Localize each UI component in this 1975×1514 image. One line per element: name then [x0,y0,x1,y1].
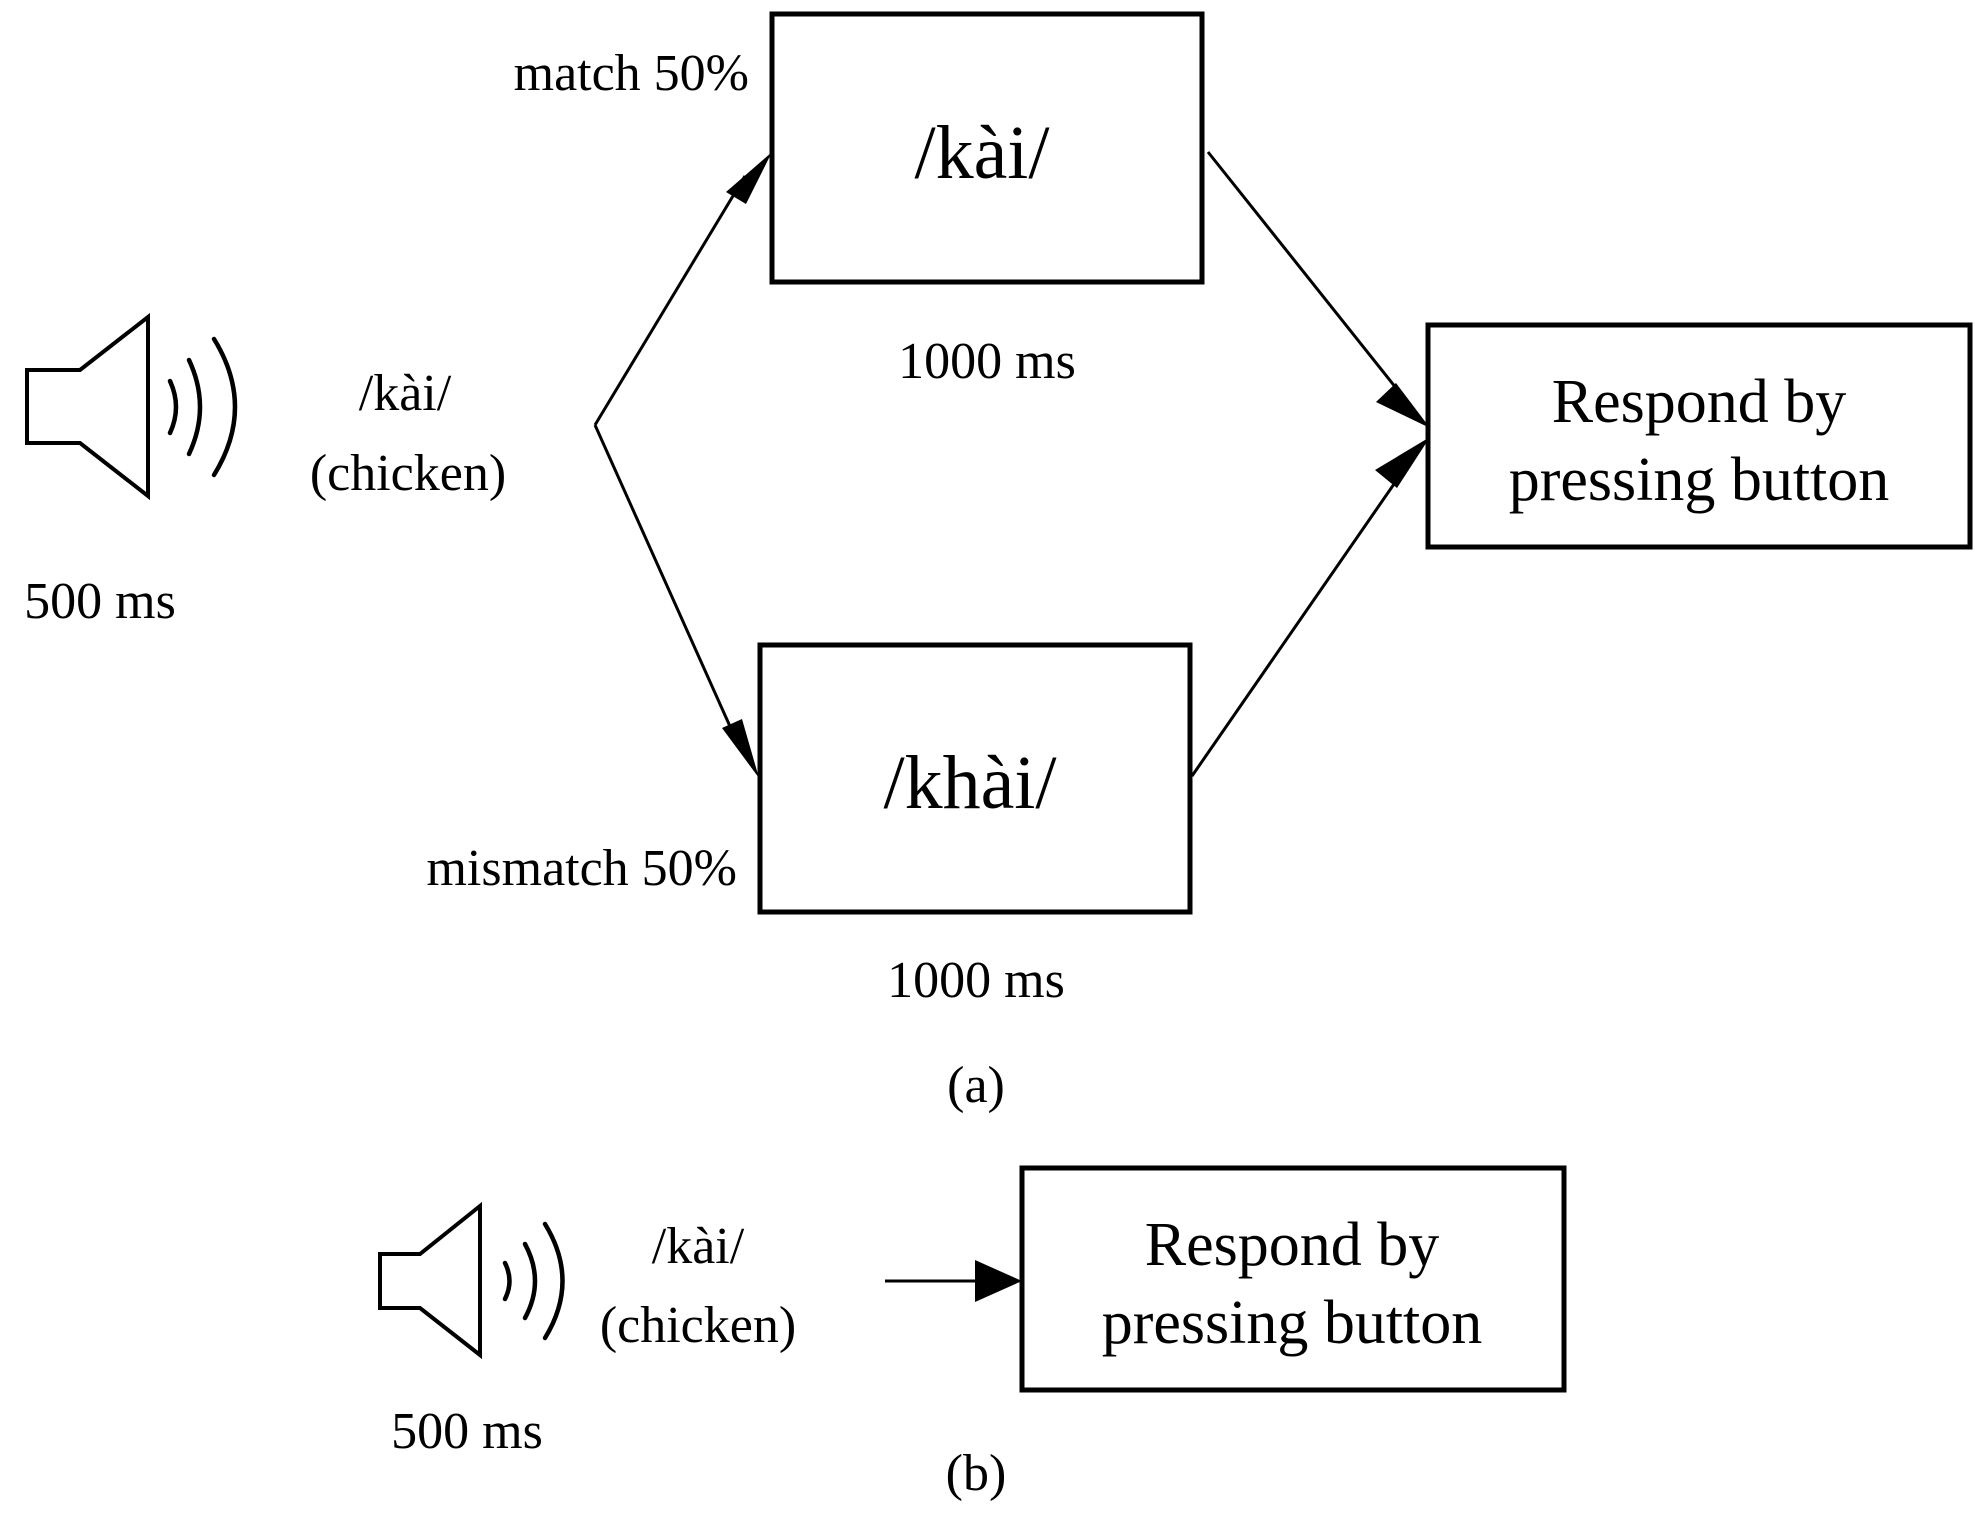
response-box [1019,1165,1567,1393]
branch-line-mismatch [593,424,739,743]
stimulus-word: /kài/ [652,1218,745,1275]
stimulus-word: /kài/ [359,365,452,422]
match-word: /kài/ [914,111,1050,195]
match-label: match 50% [514,45,749,102]
arrowhead-mismatch-response [1375,437,1430,488]
speaker-icon [25,312,238,501]
arrowhead-response [975,1260,1022,1302]
match-word-box [769,11,1205,285]
branch-line-match [593,175,747,426]
mismatch-label: mismatch 50% [426,840,737,897]
response-box [1425,322,1973,550]
response-line-1: Respond by [1145,1211,1440,1279]
match-to-response-line [1206,151,1414,409]
audio-duration: 500 ms [391,1403,543,1460]
arrowhead-match-response [1376,383,1430,428]
mismatch-to-response-line [1190,457,1414,777]
response-line-2: pressing button [1509,446,1890,514]
mismatch-word: /khài/ [883,741,1057,825]
panel-b: /kài/ (chicken) 500 ms Respond by pressi… [378,1165,1567,1502]
panel-caption-b: (b) [946,1445,1007,1502]
arrowhead-match [726,152,772,204]
speaker-icon [378,1201,565,1360]
match-duration: 1000 ms [898,333,1076,390]
response-line-1: Respond by [1552,368,1847,436]
response-line-2: pressing button [1102,1289,1483,1357]
mismatch-word-box [757,642,1193,915]
stimulus-gloss: (chicken) [600,1297,796,1354]
audio-duration: 500 ms [24,573,176,630]
stimulus-gloss: (chicken) [310,445,506,502]
panel-caption-a: (a) [947,1057,1005,1114]
mismatch-duration: 1000 ms [887,952,1065,1009]
panel-a: /kài/ (chicken) 500 ms match 50% /kài/ 1… [24,11,1973,1114]
arrowhead-mismatch [722,719,759,778]
